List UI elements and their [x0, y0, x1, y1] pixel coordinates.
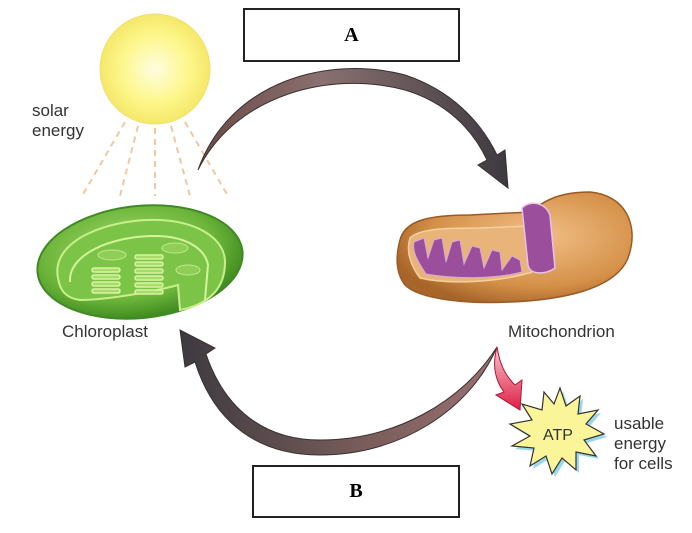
usable-energy-line-3: for cells: [614, 454, 673, 473]
solar-energy-label: solar energy: [32, 101, 84, 141]
usable-energy-label: usable energy for cells: [614, 414, 673, 474]
sun-rays: [81, 121, 229, 197]
answer-box-a[interactable]: A: [243, 8, 460, 62]
usable-energy-line-2: energy: [614, 434, 666, 453]
chloroplast-label: Chloroplast: [62, 322, 148, 341]
sun-icon: [99, 13, 211, 125]
arrow-a-curved: [197, 68, 509, 190]
mitochondrion-label: Mitochondrion: [508, 322, 615, 341]
answer-box-b[interactable]: B: [252, 465, 460, 518]
mitochondrion-illustration: [396, 191, 633, 304]
arrow-b-curved: [179, 329, 498, 456]
atp-label: ATP: [543, 427, 573, 444]
usable-energy-line-1: usable: [614, 414, 665, 433]
atp-arrow: [494, 346, 523, 411]
chloroplast-illustration: [36, 204, 244, 320]
answer-box-b-label: B: [349, 480, 363, 502]
solar-energy-line-1: solar: [32, 101, 69, 120]
solar-energy-line-2: energy: [32, 121, 84, 140]
atp-burst-icon: [508, 386, 607, 477]
answer-box-a-label: A: [344, 23, 359, 46]
